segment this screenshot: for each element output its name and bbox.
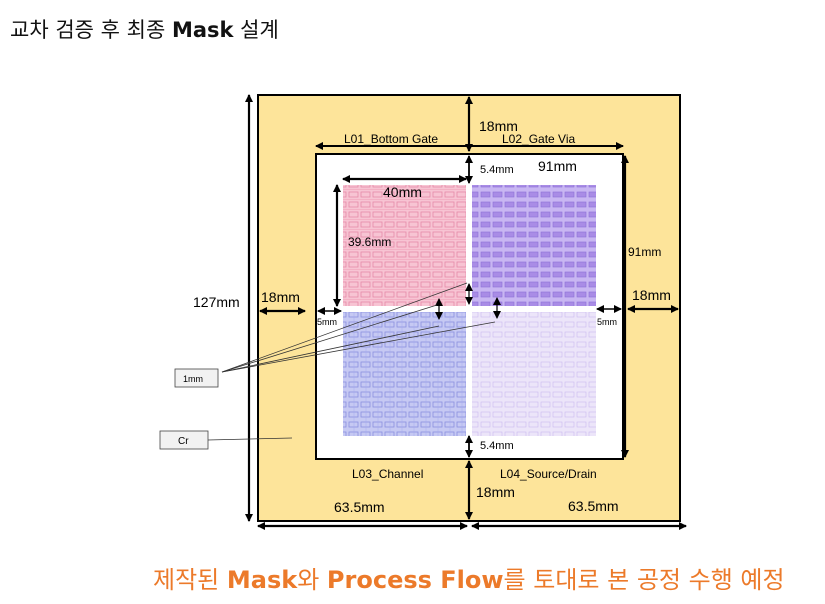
callout-1mm-label: 1mm (183, 374, 203, 384)
title-suffix: 설계 (233, 18, 279, 42)
dim-right-18-label: 18mm (632, 287, 671, 303)
callout-line-4 (221, 321, 496, 373)
caption-b2: Process Flow (326, 566, 504, 594)
dim-top-gap-label: 5.4mm (480, 164, 514, 176)
chip-l01 (343, 185, 466, 306)
callout-line-1 (221, 282, 468, 373)
dim-bottom-gap-label: 5.4mm (480, 440, 514, 452)
chip-l02 (472, 185, 596, 306)
dim-half-right-label: 63.5mm (568, 498, 619, 514)
dim-chip-height-label: 39.6mm (348, 235, 391, 249)
slide-title: 교차 검증 후 최종 Mask 설계 (10, 14, 279, 44)
caption-p2: 와 (297, 566, 327, 594)
callout-1mm-box (174, 368, 219, 388)
label-l03: L03_Channel (352, 467, 423, 481)
dim-bottom-18-label: 18mm (476, 484, 515, 500)
callout-cr-line (207, 437, 293, 441)
label-l01: L01_Bottom Gate (344, 132, 438, 146)
dim-left-gap-label: 5mm (317, 317, 337, 327)
caption-p3: 를 토대로 본 공정 수행 예정 (503, 566, 785, 594)
dim-inner-width-label: 91mm (538, 158, 577, 174)
label-l02: L02_Gate Via (502, 132, 575, 146)
dim-right-gap-label: 5mm (597, 317, 617, 327)
callout-line-3 (221, 325, 440, 373)
chip-l04 (472, 312, 596, 436)
caption: 제작된 Mask와 Process Flow를 토대로 본 공정 수행 예정 (153, 560, 785, 595)
label-l04: L04_Source/Drain (500, 467, 597, 481)
dim-half-left-label: 63.5mm (334, 499, 385, 515)
dim-127-label: 127mm (193, 294, 240, 310)
dim-chip-width-label: 40mm (383, 184, 422, 200)
caption-b1: Mask (226, 566, 298, 594)
title-prefix: 교차 검증 후 최종 (10, 18, 172, 42)
title-bold: Mask (171, 18, 234, 42)
dim-top-18-label: 18mm (479, 118, 518, 134)
chip-l03 (343, 312, 466, 436)
callout-line-2 (221, 304, 438, 373)
callout-cr-box (159, 430, 209, 450)
dim-left-18-label: 18mm (261, 289, 300, 305)
callout-cr-label: Cr (178, 436, 189, 447)
caption-p1: 제작된 (153, 566, 227, 594)
dim-inner-height-label: 91mm (628, 245, 661, 259)
